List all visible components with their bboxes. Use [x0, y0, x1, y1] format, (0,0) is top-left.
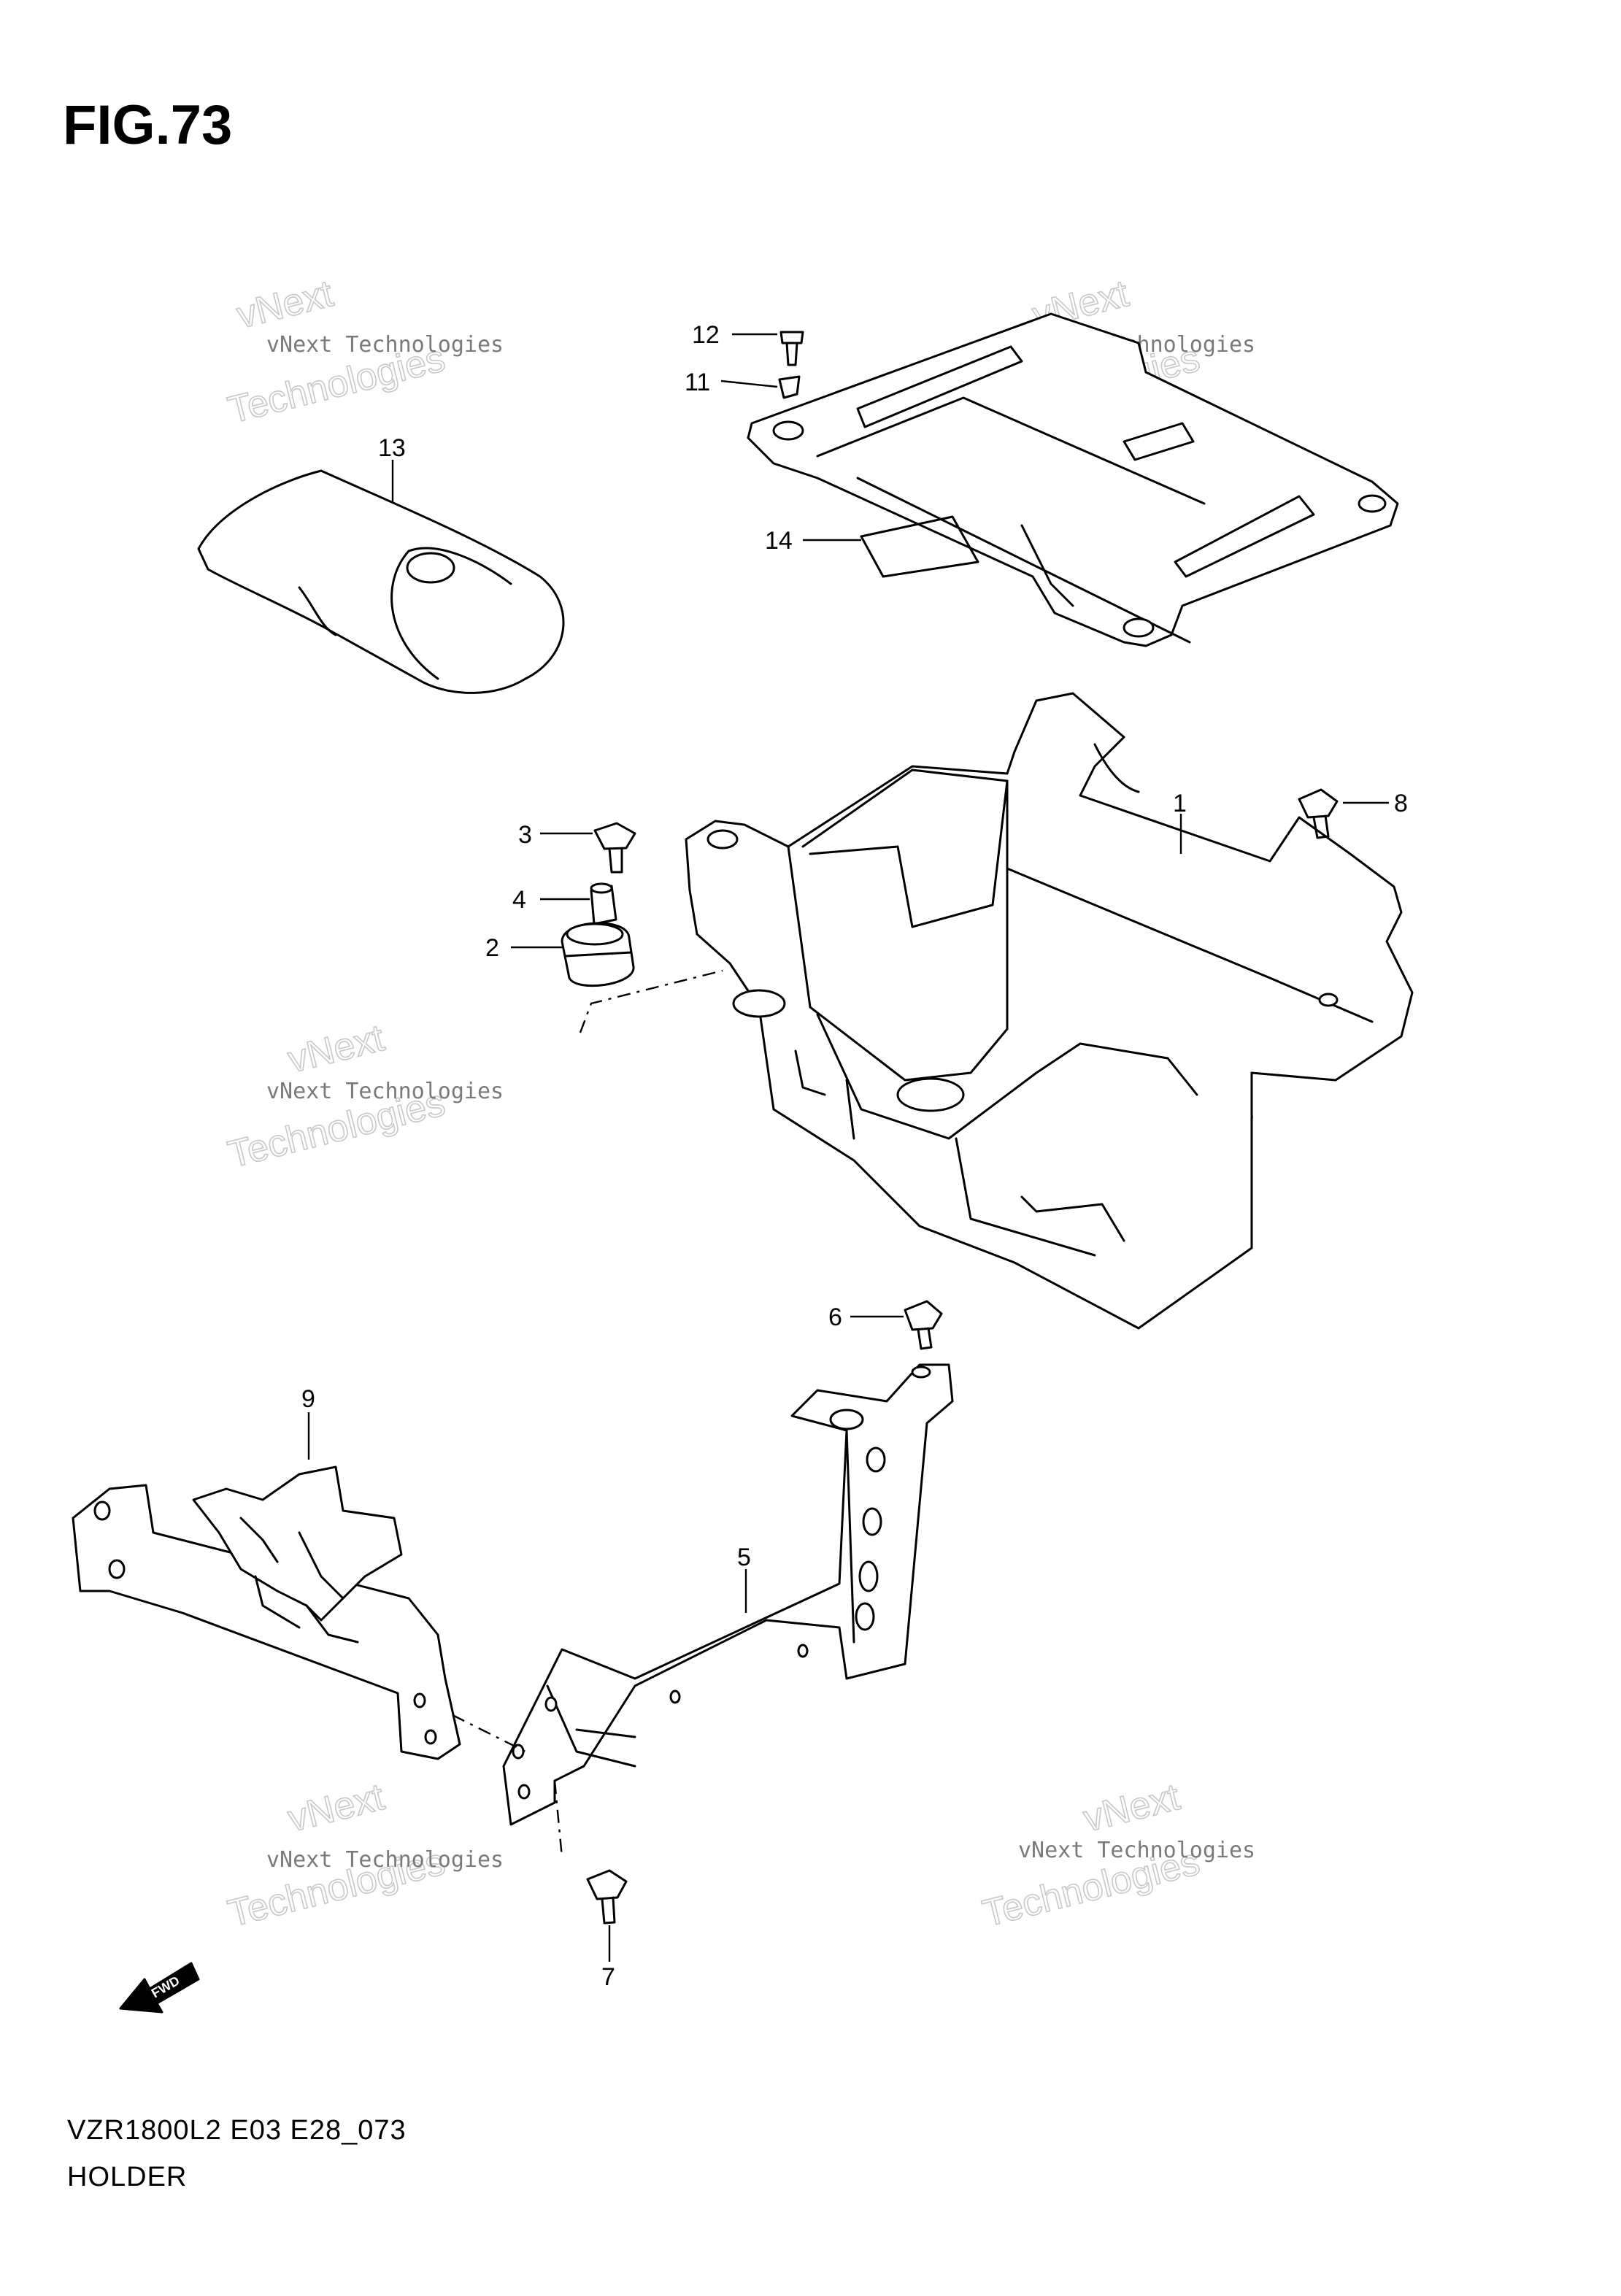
callout-6: 6 [828, 1303, 842, 1331]
callout-1: 1 [1173, 790, 1187, 817]
part-14-cover-plate [747, 312, 1399, 647]
svg-text:vNext Technologies: vNext Technologies [266, 1847, 504, 1873]
callout-14: 14 [765, 527, 793, 555]
fwd-arrow-icon: FWD [119, 1962, 200, 2014]
callout-11: 11 [685, 369, 710, 396]
part-8-bolt [1298, 788, 1339, 839]
part-13-cover [197, 469, 565, 694]
part-2-grommet [561, 922, 635, 987]
section-name: HOLDER [67, 2162, 188, 2192]
callout-8: 8 [1394, 790, 1408, 817]
svg-text:vNext: vNext [1079, 1776, 1185, 1841]
callout-3: 3 [518, 821, 532, 849]
part-12-screw [779, 331, 804, 366]
part-1-battery-holder [685, 692, 1414, 1330]
svg-text:vNext: vNext [284, 1776, 389, 1841]
callout-4: 4 [512, 886, 526, 914]
svg-text:vNext Technologies: vNext Technologies [266, 332, 504, 358]
svg-text:vNext Technologies: vNext Technologies [266, 1079, 504, 1104]
centerline-part-9 [452, 1714, 526, 1753]
centerline-part-7 [553, 1780, 563, 1858]
callout-5: 5 [737, 1544, 751, 1571]
part-5-bracket [502, 1363, 954, 1826]
part-4-collar [590, 882, 617, 925]
svg-text:vNext: vNext [233, 272, 338, 337]
callout-7: 7 [601, 1963, 615, 1991]
watermark-middle-left: vNext Technologies vNext Technologies [223, 1016, 504, 1176]
watermark-top-left: vNext Technologies vNext Technologies [223, 271, 504, 432]
figure-title: FIG.73 [63, 94, 233, 156]
svg-text:vNext: vNext [284, 1017, 389, 1082]
svg-text:vNext Technologies: vNext Technologies [1018, 1838, 1255, 1863]
model-code: VZR1800L2 E03 E28_073 [67, 2115, 407, 2146]
part-11-nut [778, 375, 801, 399]
watermark-bottom-left: vNext Technologies vNext Technologies [223, 1775, 504, 1935]
leader-lines [307, 333, 1389, 1962]
part-3-bolt [593, 822, 636, 874]
watermark-bottom-right: vNext Technologies vNext Technologies [978, 1775, 1255, 1935]
part-6-bolt [904, 1300, 943, 1350]
centerline-part-2 [579, 969, 723, 1033]
part-7-bolt [586, 1869, 628, 1925]
part-9-bracket [72, 1465, 461, 1760]
callout-2: 2 [485, 934, 499, 962]
callout-13: 13 [378, 434, 406, 462]
callout-9: 9 [301, 1385, 315, 1413]
callout-12: 12 [692, 321, 720, 349]
